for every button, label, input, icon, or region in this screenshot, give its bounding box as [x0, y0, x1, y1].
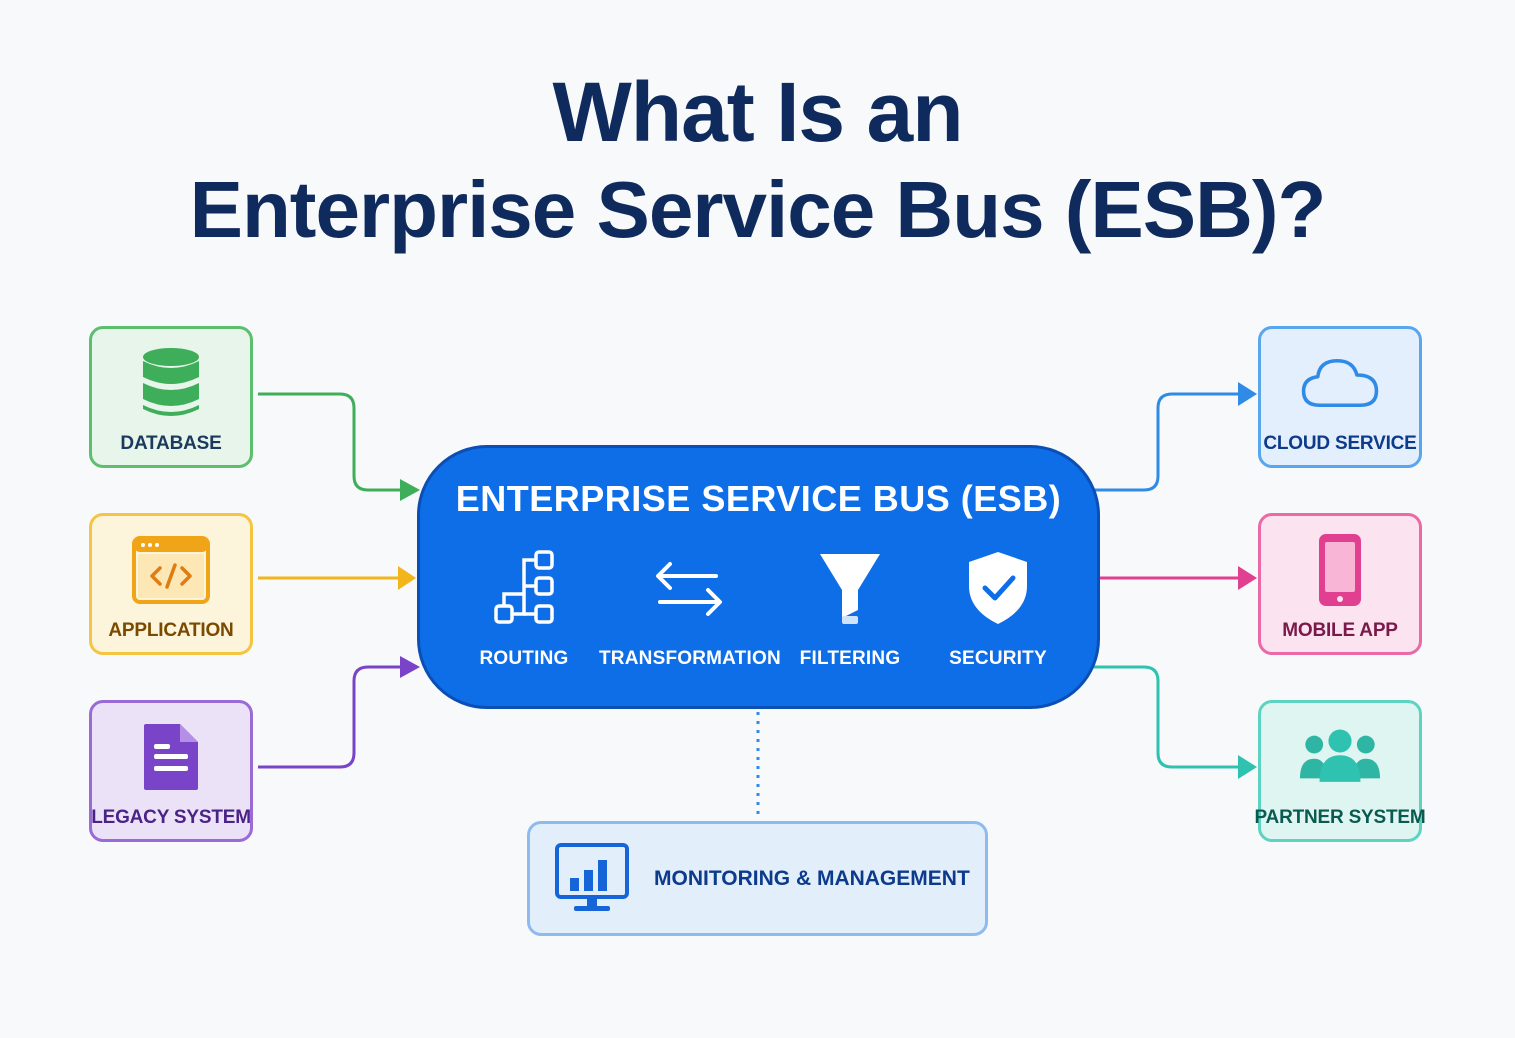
code-window-icon: [131, 534, 211, 606]
monitoring-panel: MONITORING & MANAGEMENT: [527, 821, 988, 936]
connector-legacy-system: [258, 656, 420, 769]
node-label: DATABASE: [120, 433, 222, 454]
capability-label: SECURITY: [949, 648, 1047, 669]
capability-security: SECURITY: [908, 548, 1088, 670]
capability-transformation: TRANSFORMATION: [599, 548, 781, 670]
connector-partner-system: [1088, 665, 1257, 779]
node-legacy-system: LEGACY SYSTEM: [89, 700, 253, 842]
connector-database: [258, 392, 420, 501]
monitor-chart-icon: [554, 842, 630, 916]
cloud-icon: [1300, 347, 1380, 419]
node-label: APPLICATION: [108, 620, 234, 641]
node-label: MOBILE APP: [1282, 620, 1398, 641]
shield-check-icon: [908, 548, 1088, 628]
node-cloud-service: CLOUD SERVICE: [1258, 326, 1422, 468]
funnel-icon: [760, 548, 940, 628]
node-mobile-app: MOBILE APP: [1258, 513, 1422, 655]
esb-bus: ENTERPRISE SERVICE BUS (ESB) ROUTING: [417, 445, 1100, 709]
node-partner-system: PARTNER SYSTEM: [1254, 700, 1426, 842]
capability-label: FILTERING: [799, 648, 901, 669]
node-label: PARTNER SYSTEM: [1254, 807, 1426, 828]
node-database: DATABASE: [89, 326, 253, 468]
node-label: CLOUD SERVICE: [1263, 433, 1417, 454]
capability-label: TRANSFORMATION: [599, 648, 781, 669]
capability-label: ROUTING: [479, 648, 569, 669]
page-title-line-1: What Is an: [552, 65, 963, 159]
capability-routing: ROUTING: [434, 548, 614, 670]
document-icon: [131, 721, 211, 793]
page-title-line-2: Enterprise Service Bus (ESB)?: [189, 165, 1327, 254]
capability-filtering: FILTERING: [760, 548, 940, 670]
people-group-icon: [1300, 721, 1380, 793]
routing-icon: [434, 548, 614, 628]
connector-cloud-service: [1088, 382, 1257, 492]
database-icon: [131, 347, 211, 419]
smartphone-icon: [1300, 534, 1380, 606]
node-label: LEGACY SYSTEM: [91, 807, 251, 828]
bus-title: ENTERPRISE SERVICE BUS (ESB): [455, 478, 1062, 519]
connector-application: [258, 566, 416, 590]
monitoring-label: MONITORING & MANAGEMENT: [654, 866, 970, 890]
connector-mobile-app: [1100, 566, 1257, 590]
node-application: APPLICATION: [89, 513, 253, 655]
exchange-arrows-icon: [599, 548, 779, 628]
